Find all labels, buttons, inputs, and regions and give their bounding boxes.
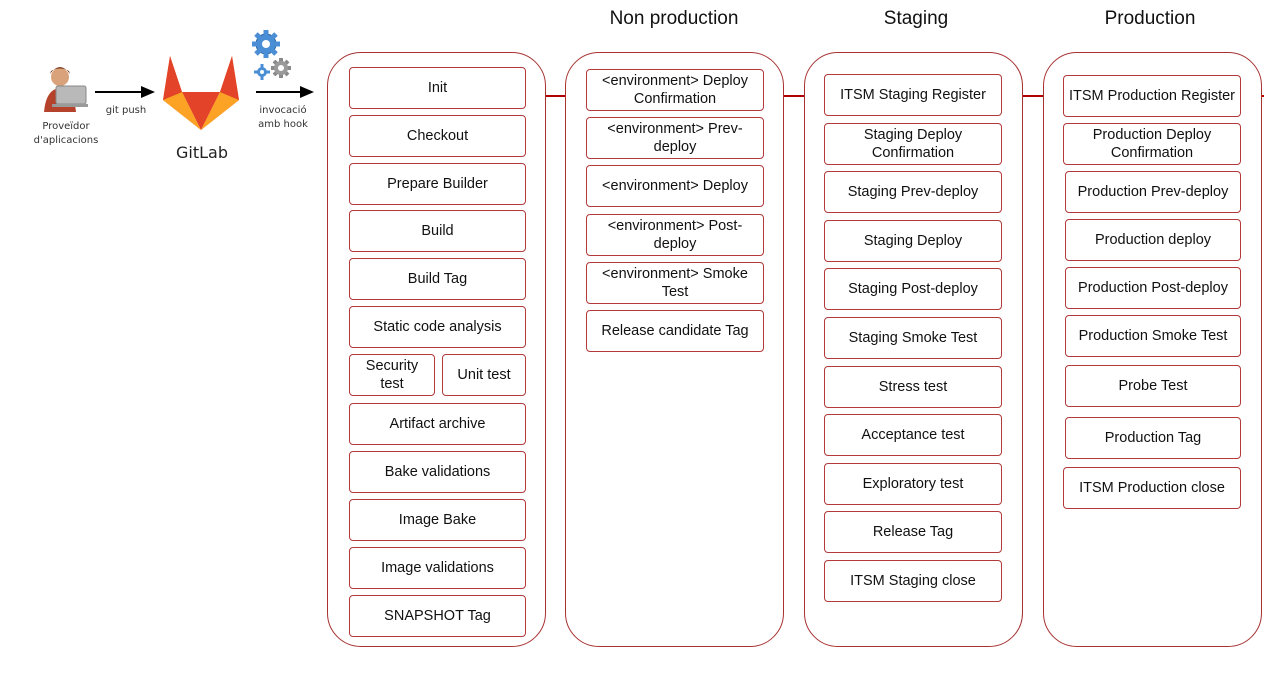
step-prepare-builder: Prepare Builder [349,163,526,205]
developer-laptop-icon [40,62,90,118]
step-init: Init [349,67,526,109]
step-staging-smoke-test: Staging Smoke Test [824,317,1002,359]
stage-staging-container: ITSM Staging Register Staging Deploy Con… [804,52,1023,647]
column-title-staging: Staging [883,8,949,29]
hook-label: invocació amb hook [258,105,308,130]
step-staging-deploy-confirmation: Staging Deploy Confirmation [824,123,1002,165]
gitlab-fox-icon [160,52,242,132]
step-env-prev-deploy: <environment> Prev-deploy [586,117,764,159]
step-artifact-archive: Artifact archive [349,403,526,445]
stage-production-container: ITSM Production Register Production Depl… [1043,52,1262,647]
column-title-production: Production [1104,8,1196,29]
column-title-non-production: Non production [609,8,739,29]
step-security-test: Security test [349,354,435,396]
step-itsm-production-close: ITSM Production close [1063,467,1241,509]
step-production-smoke-test: Production Smoke Test [1065,315,1241,357]
gears-icon [248,28,296,82]
step-bake-validations: Bake validations [349,451,526,493]
step-build-tag: Build Tag [349,258,526,300]
step-itsm-staging-register: ITSM Staging Register [824,74,1002,116]
step-production-deploy: Production deploy [1065,219,1241,261]
step-env-post-deploy: <environment> Post-deploy [586,214,764,256]
step-production-post-deploy: Production Post-deploy [1065,267,1241,309]
step-release-candidate-tag: Release candidate Tag [586,310,764,352]
git-push-label: git push [105,105,147,116]
step-itsm-staging-close: ITSM Staging close [824,560,1002,602]
step-snapshot-tag: SNAPSHOT Tag [349,595,526,637]
step-production-prev-deploy: Production Prev-deploy [1065,171,1241,213]
step-production-tag: Production Tag [1065,417,1241,459]
step-env-deploy: <environment> Deploy [586,165,764,207]
step-staging-post-deploy: Staging Post-deploy [824,268,1002,310]
gitlab-label: GitLab [176,143,228,162]
step-staging-deploy: Staging Deploy [824,220,1002,262]
step-unit-test: Unit test [442,354,526,396]
step-env-deploy-confirmation: <environment> Deploy Confirmation [586,69,764,111]
step-image-bake: Image Bake [349,499,526,541]
stage-build-container: Init Checkout Prepare Builder Build Buil… [327,52,546,647]
stage-non-production-container: <environment> Deploy Confirmation <envir… [565,52,784,647]
step-staging-prev-deploy: Staging Prev-deploy [824,171,1002,213]
step-release-tag: Release Tag [824,511,1002,553]
developer-label: Proveïdor d'aplicacions [33,121,99,146]
step-itsm-production-register: ITSM Production Register [1063,75,1241,117]
step-probe-test: Probe Test [1065,365,1241,407]
step-exploratory-test: Exploratory test [824,463,1002,505]
hook-arrow [256,85,314,98]
git-push-arrow [95,85,155,98]
step-checkout: Checkout [349,115,526,157]
step-acceptance-test: Acceptance test [824,414,1002,456]
step-image-validations: Image validations [349,547,526,589]
step-build: Build [349,210,526,252]
step-static-code-analysis: Static code analysis [349,306,526,348]
step-production-deploy-confirmation: Production Deploy Confirmation [1063,123,1241,165]
step-env-smoke-test: <environment> Smoke Test [586,262,764,304]
step-stress-test: Stress test [824,366,1002,408]
